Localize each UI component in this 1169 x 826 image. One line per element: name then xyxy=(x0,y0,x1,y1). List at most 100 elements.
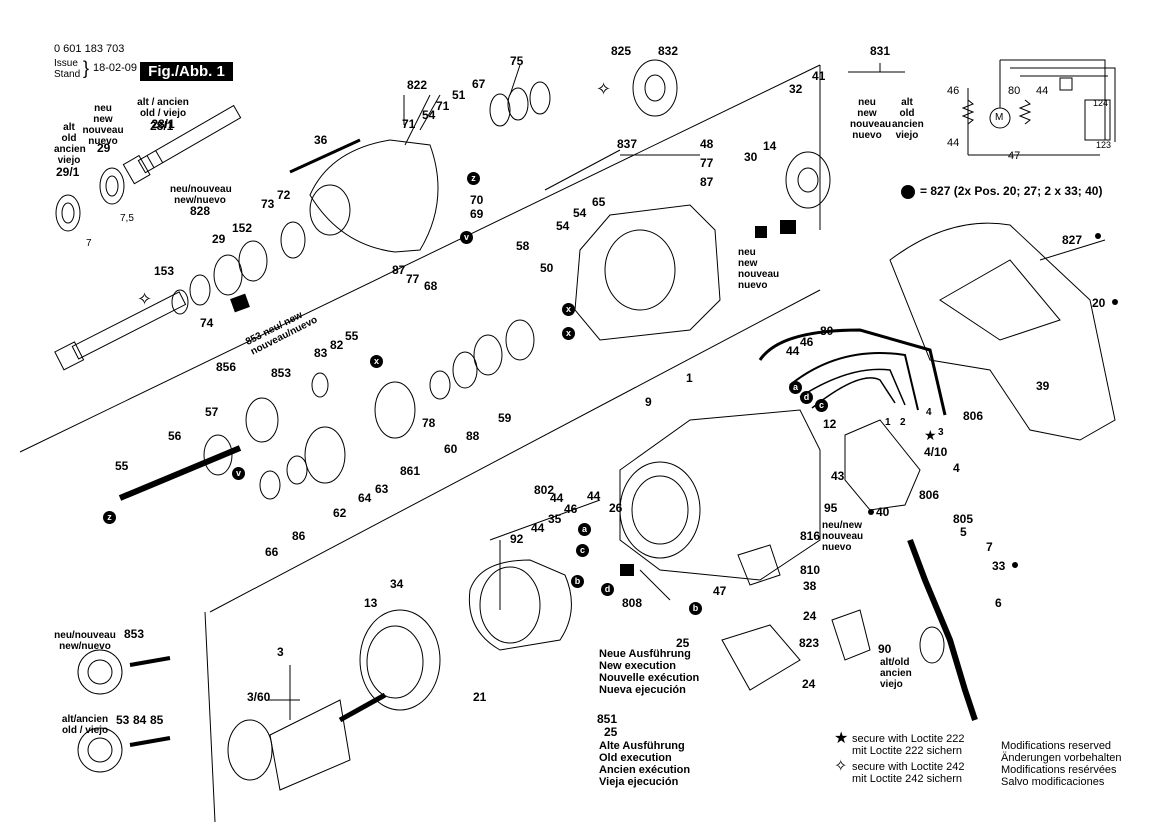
connector-z: z xyxy=(103,511,116,524)
part-label: 30 xyxy=(744,150,758,164)
frame-line-bottom-left xyxy=(204,611,216,823)
star-outline-icon: ✧ xyxy=(596,79,612,99)
part-label: 48 xyxy=(700,137,714,151)
part-label: 51 xyxy=(452,88,466,102)
stand-label: Stand xyxy=(54,69,81,80)
gear-861 xyxy=(374,381,416,439)
part-label: 63 xyxy=(375,482,389,496)
issue-date: 18-02-09 xyxy=(93,62,138,74)
part-label: 65 xyxy=(592,195,606,209)
flange-32 xyxy=(785,151,831,209)
star-outline-icon: ✧ xyxy=(137,289,153,309)
part-label: 62 xyxy=(333,506,347,520)
variant-old-29-1: alt old ancien viejo xyxy=(54,122,86,166)
part-label: 832 xyxy=(658,44,679,58)
wire-label: 3 xyxy=(938,427,944,438)
part-label: 9 xyxy=(645,395,652,409)
part-label: 4 xyxy=(953,461,960,475)
gear-853-inset xyxy=(77,649,123,695)
spindle-153 xyxy=(54,291,187,371)
schematic-label: 123 xyxy=(1096,140,1112,150)
variant-new-29: neu new nouveau nuevo xyxy=(82,103,124,147)
part-label: 47 xyxy=(713,584,727,598)
part-label: 82 xyxy=(330,338,344,352)
part-label: 57 xyxy=(205,405,219,419)
connector-d: d xyxy=(800,391,813,404)
connector-c: c xyxy=(815,399,828,412)
part-label: 43 xyxy=(831,469,845,483)
schematic-motor-label: M xyxy=(995,112,1004,123)
variant-new-831: neu new nouveau nuevo xyxy=(850,97,892,141)
part-label: 806 xyxy=(963,409,984,423)
part-label: 810 xyxy=(800,563,821,577)
bracket-816 xyxy=(737,544,781,586)
part-label: 153 xyxy=(154,264,175,278)
schematic-label: 44 xyxy=(947,137,960,149)
connector-x: x xyxy=(562,303,575,316)
part-label: 41 xyxy=(812,69,826,83)
part-label: 68 xyxy=(424,279,438,293)
part-number: 0 601 183 703 xyxy=(54,43,125,55)
cover-823 xyxy=(721,624,801,691)
part-label: 35 xyxy=(548,512,562,526)
ring-29 xyxy=(99,167,125,205)
screw-36 xyxy=(289,138,361,174)
part-label: 60 xyxy=(444,442,458,456)
shaft-56 xyxy=(118,445,242,501)
armature xyxy=(227,692,387,791)
motor-housing xyxy=(619,409,821,581)
variant-old-53-inset: alt/ancien old / viejo xyxy=(61,714,109,736)
part-label: 808 xyxy=(622,596,643,610)
part-label: 70 xyxy=(470,193,484,207)
modifications-note: Modifications reserved Änderungen vorbeh… xyxy=(1001,740,1122,788)
part-label: 46 xyxy=(564,502,578,516)
part-label: 77 xyxy=(406,272,420,286)
part-label: 25 xyxy=(676,636,690,650)
part-label: 69 xyxy=(470,207,484,221)
part-label: 71 xyxy=(436,99,450,113)
variant-new-828: neu/nouveau new/nuevo 828 xyxy=(170,184,232,218)
part-label: 36 xyxy=(314,133,328,147)
part-label: 825 xyxy=(611,44,632,58)
part-label: 64 xyxy=(358,491,372,505)
part-label: 26 xyxy=(609,501,623,515)
part-label: 67 xyxy=(472,77,486,91)
part-label: 40 xyxy=(876,505,890,519)
part-label: 25 xyxy=(604,725,618,739)
part-label: 29 xyxy=(212,232,226,246)
part-label: 5 xyxy=(960,525,967,539)
brace: } xyxy=(83,58,90,78)
part-label: 72 xyxy=(277,188,291,202)
connector-x: x xyxy=(370,355,383,368)
part-label: 53 xyxy=(116,713,130,727)
part-label: 28/1 xyxy=(150,119,174,133)
loctite-242-note: secure with Loctite 242 mit Loctite 242 … xyxy=(852,761,965,785)
issue-label: Issue xyxy=(54,58,78,69)
part-label: 7 xyxy=(986,540,993,554)
part-label: 853 xyxy=(124,627,145,641)
part-label: 837 xyxy=(617,137,638,151)
part-label: 29/1 xyxy=(56,165,80,179)
part-label: 32 xyxy=(789,82,803,96)
part-label: 88 xyxy=(466,429,480,443)
bracket-90 xyxy=(831,609,871,661)
ring-29-1 xyxy=(55,194,81,232)
part-label: 86 xyxy=(292,529,306,543)
schematic-label: 46 xyxy=(947,85,960,97)
part-label: 92 xyxy=(510,532,524,546)
part-label: 856 xyxy=(216,360,237,374)
part-label: 58 xyxy=(516,239,530,253)
part-label: 90 xyxy=(878,642,892,656)
part-label: 7,5 xyxy=(120,213,134,224)
part-label: 6 xyxy=(995,596,1002,610)
flange-832 xyxy=(632,59,678,117)
part-label: 3/60 xyxy=(247,690,271,704)
part-label: 822 xyxy=(407,78,428,92)
connector-c: c xyxy=(576,544,589,557)
part-label: 44 xyxy=(786,344,800,358)
part-label: 24 xyxy=(803,609,817,623)
schematic-label: 80 xyxy=(1008,85,1021,97)
schematic-label: 44 xyxy=(1036,85,1049,97)
old-execution-note: Alte Ausführung Old execution Ancien exé… xyxy=(599,740,691,788)
